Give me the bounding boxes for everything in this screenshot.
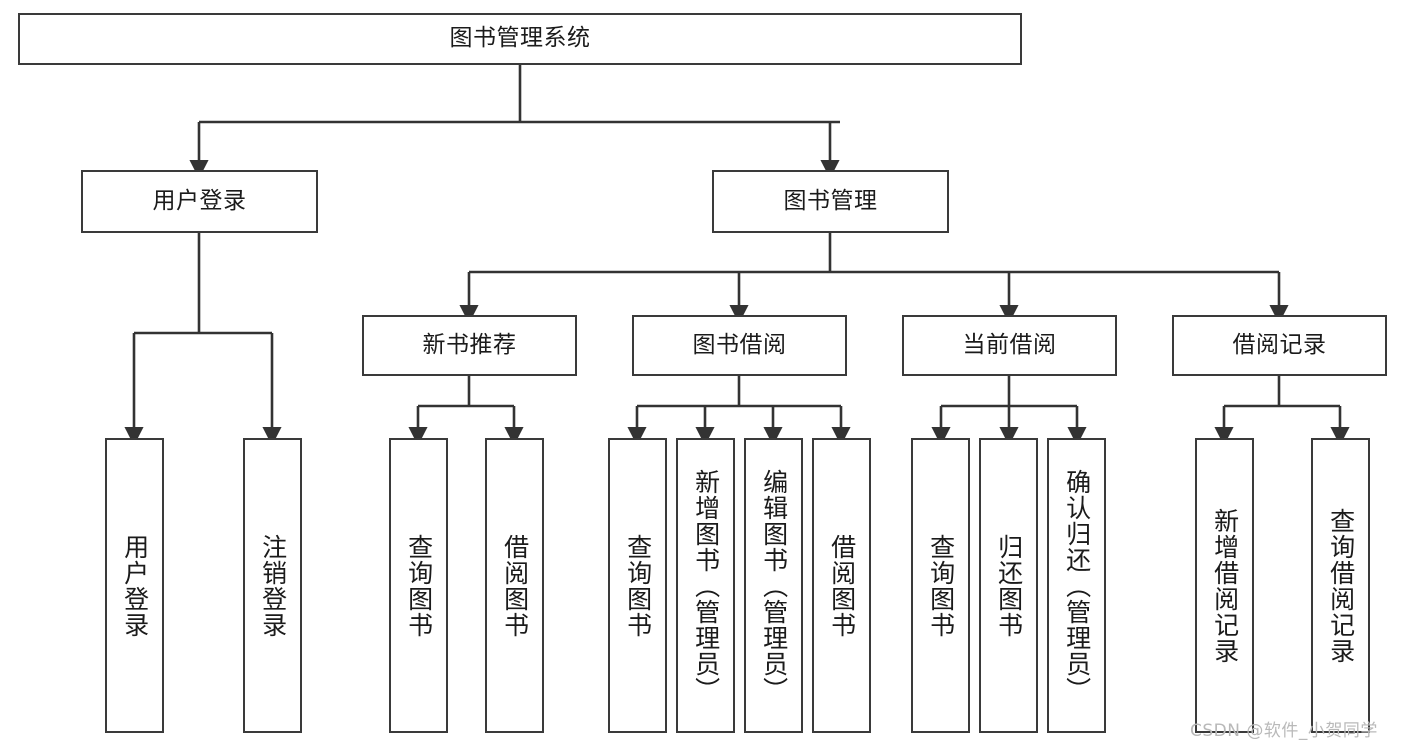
node-leaf-borrow-book-a[interactable]: 借阅图书 bbox=[485, 438, 544, 733]
node-leaf-add-book-label: 新增图书（管理员） bbox=[691, 468, 721, 703]
node-leaf-query-record[interactable]: 查询借阅记录 bbox=[1311, 438, 1370, 733]
node-leaf-return-book[interactable]: 归还图书 bbox=[979, 438, 1038, 733]
node-current-borrow[interactable]: 当前借阅 bbox=[902, 315, 1117, 376]
node-leaf-edit-book[interactable]: 编辑图书（管理员） bbox=[744, 438, 803, 733]
node-borrow-record[interactable]: 借阅记录 bbox=[1172, 315, 1387, 376]
node-root-label: 图书管理系统 bbox=[449, 25, 591, 52]
node-book-manage[interactable]: 图书管理 bbox=[712, 170, 949, 233]
node-current-borrow-label: 当前借阅 bbox=[962, 331, 1057, 358]
node-root[interactable]: 图书管理系统 bbox=[18, 13, 1022, 65]
node-leaf-add-book[interactable]: 新增图书（管理员） bbox=[676, 438, 735, 733]
csdn-watermark: CSDN @软件_小贺同学 bbox=[1190, 721, 1378, 741]
node-new-book-recommend[interactable]: 新书推荐 bbox=[362, 315, 577, 376]
node-leaf-edit-book-label: 编辑图书（管理员） bbox=[759, 468, 789, 703]
node-leaf-query-book-c-label: 查询图书 bbox=[926, 533, 956, 638]
node-leaf-query-book-c[interactable]: 查询图书 bbox=[911, 438, 970, 733]
node-leaf-user-login[interactable]: 用户登录 bbox=[105, 438, 164, 733]
node-leaf-add-record-label: 新增借阅记录 bbox=[1210, 507, 1240, 664]
node-leaf-add-record[interactable]: 新增借阅记录 bbox=[1195, 438, 1254, 733]
node-leaf-return-book-label: 归还图书 bbox=[994, 533, 1024, 638]
node-leaf-query-book-b-label: 查询图书 bbox=[623, 533, 653, 638]
node-leaf-logout[interactable]: 注销登录 bbox=[243, 438, 302, 733]
node-new-book-recommend-label: 新书推荐 bbox=[422, 331, 517, 358]
node-leaf-borrow-book-b-label: 借阅图书 bbox=[827, 533, 857, 638]
node-book-borrow[interactable]: 图书借阅 bbox=[632, 315, 847, 376]
node-leaf-borrow-book-b[interactable]: 借阅图书 bbox=[812, 438, 871, 733]
node-borrow-record-label: 借阅记录 bbox=[1232, 331, 1327, 358]
node-leaf-query-book-a[interactable]: 查询图书 bbox=[389, 438, 448, 733]
node-leaf-logout-label: 注销登录 bbox=[258, 533, 288, 638]
node-user-login[interactable]: 用户登录 bbox=[81, 170, 318, 233]
node-leaf-confirm-return[interactable]: 确认归还（管理员） bbox=[1047, 438, 1106, 733]
node-leaf-borrow-book-a-label: 借阅图书 bbox=[500, 533, 530, 638]
node-leaf-query-record-label: 查询借阅记录 bbox=[1326, 507, 1356, 664]
node-leaf-confirm-return-label: 确认归还（管理员） bbox=[1062, 468, 1092, 703]
node-leaf-query-book-b[interactable]: 查询图书 bbox=[608, 438, 667, 733]
node-book-borrow-label: 图书借阅 bbox=[692, 331, 787, 358]
node-book-manage-label: 图书管理 bbox=[783, 187, 878, 214]
node-user-login-label: 用户登录 bbox=[152, 187, 247, 214]
node-leaf-query-book-a-label: 查询图书 bbox=[404, 533, 434, 638]
node-leaf-user-login-label: 用户登录 bbox=[120, 533, 150, 638]
